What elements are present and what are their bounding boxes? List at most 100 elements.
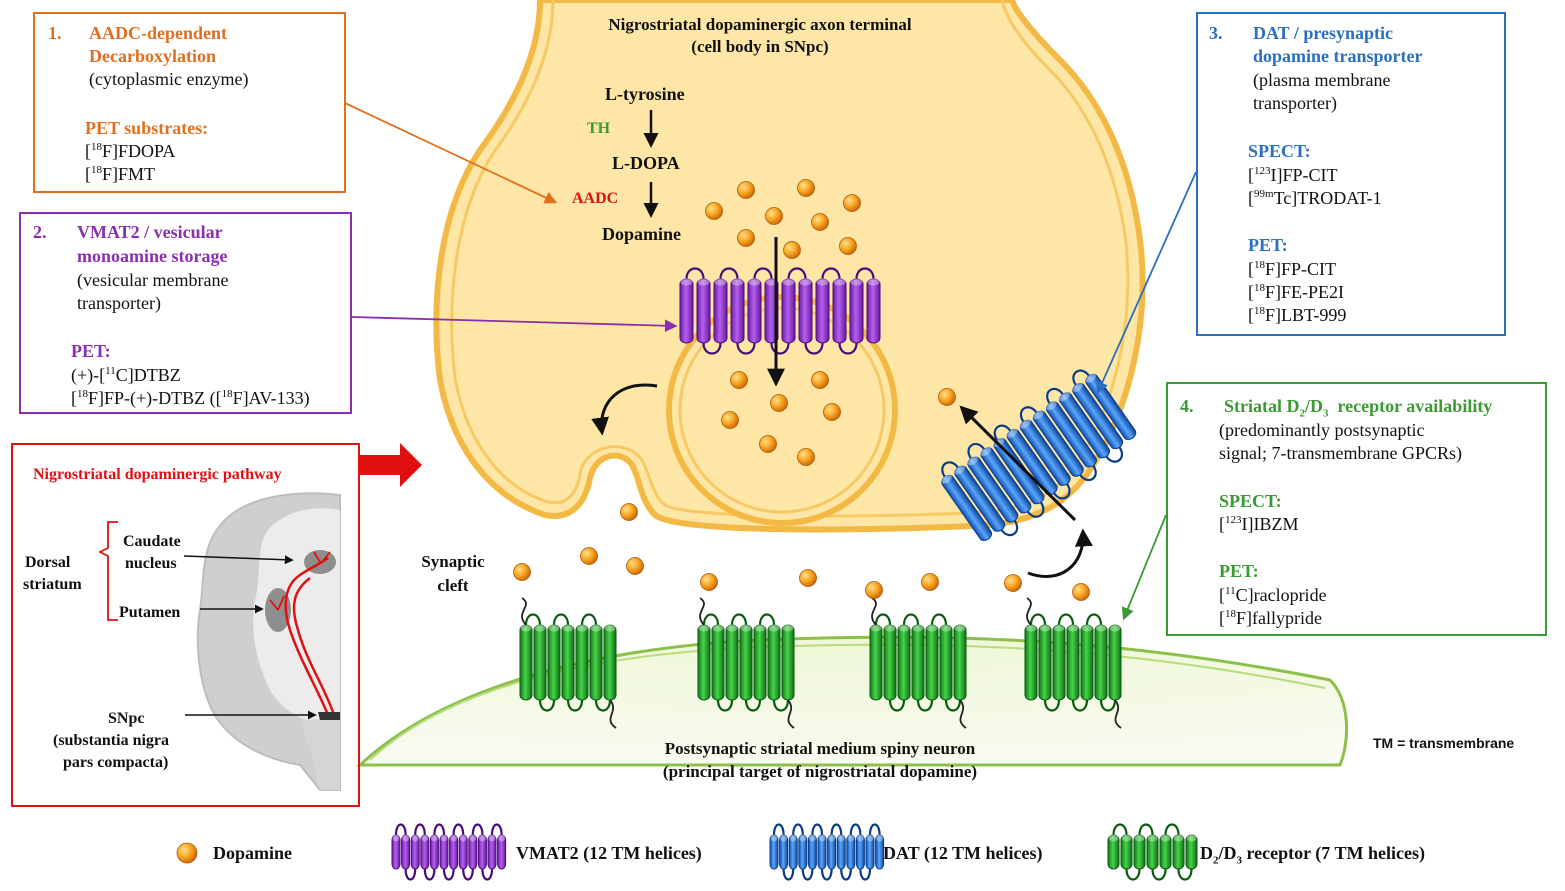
box4-subtitle-1: (predominantly postsynaptic bbox=[1219, 420, 1425, 440]
box4-pet-2: [18F]fallypride bbox=[1219, 608, 1322, 628]
label-l-dopa: L-DOPA bbox=[612, 153, 680, 173]
box4-title: Striatal D2/D3 receptor availability bbox=[1224, 396, 1493, 420]
dopamine-dot bbox=[759, 435, 777, 453]
box2-subtitle-2: transporter) bbox=[77, 293, 161, 313]
dopamine-dot bbox=[705, 202, 723, 220]
legend-dopamine: Dopamine bbox=[213, 843, 293, 863]
label-th: TH bbox=[587, 120, 611, 137]
box3-pet-label: PET: bbox=[1248, 235, 1288, 255]
callout-arrow-3 bbox=[1096, 171, 1197, 395]
d2d3-receptors bbox=[519, 597, 1122, 729]
box2-pet-label: PET: bbox=[71, 341, 111, 361]
box-d2d3: 4. Striatal D2/D3 receptor availability … bbox=[1166, 382, 1547, 636]
box1-tracer-1: [18F]FDOPA bbox=[85, 141, 176, 161]
label-snpc-2: (substantia nigra bbox=[53, 732, 170, 749]
box1-subtitle: (cytoplasmic enzyme) bbox=[89, 69, 249, 89]
box2-tracer-1: (+)-[11C]DTBZ bbox=[71, 365, 181, 385]
dopamine-dot bbox=[823, 403, 841, 421]
dat-transporter bbox=[941, 369, 1137, 541]
postsynaptic-1: Postsynaptic striatal medium spiny neuro… bbox=[664, 739, 976, 758]
dopamine-dot bbox=[513, 563, 531, 581]
box3-pet-1: [18F]FP-CIT bbox=[1248, 259, 1337, 279]
dopamine-dot bbox=[770, 394, 788, 412]
box3-spect-label: SPECT: bbox=[1248, 141, 1311, 161]
dopamine-dot bbox=[737, 181, 755, 199]
box1-title-2: Decarboxylation bbox=[89, 46, 216, 66]
label-dopamine: Dopamine bbox=[602, 224, 682, 244]
red-pointer-arrow bbox=[360, 443, 422, 487]
dopamine-dot bbox=[843, 194, 861, 212]
box3-spect-1: [123I]FP-CIT bbox=[1248, 165, 1338, 185]
dopamine-dot bbox=[797, 179, 815, 197]
dopamine-dot bbox=[811, 213, 829, 231]
dopamine-dot bbox=[1072, 583, 1090, 601]
dopamine-dot bbox=[811, 371, 829, 389]
box2-tracer-2: [18F]FP-(+)-DTBZ ([18F]AV-133) bbox=[71, 388, 310, 408]
dopamine-dot bbox=[721, 411, 739, 429]
box-aadc: 1. AADC-dependent Decarboxylation (cytop… bbox=[33, 12, 346, 193]
reuptake-curved-arrow bbox=[1027, 528, 1093, 579]
box1-tracers-label: PET substrates: bbox=[85, 118, 209, 138]
synaptic-cleft-1: Synaptic bbox=[421, 552, 485, 571]
dopamine-dot bbox=[626, 557, 644, 575]
dopamine-dot bbox=[765, 207, 783, 225]
label-dorsal-1: Dorsal bbox=[25, 554, 71, 571]
dopamine-dot bbox=[797, 448, 815, 466]
dopamine-dot bbox=[839, 237, 857, 255]
vmat2-transporter bbox=[679, 267, 881, 355]
dat-reuptake-arrow bbox=[959, 405, 1077, 522]
label-caudate-1: Caudate bbox=[123, 533, 181, 550]
box3-title-1: DAT / presynaptic bbox=[1253, 23, 1394, 43]
legend-vmat2-icon bbox=[391, 823, 507, 881]
box4-spect-label: SPECT: bbox=[1219, 491, 1282, 511]
legend-dopamine-icon bbox=[176, 842, 198, 864]
box2-subtitle-1: (vesicular membrane bbox=[77, 270, 229, 290]
box4-pet-1: [11C]raclopride bbox=[1219, 585, 1327, 605]
callout-arrow-2 bbox=[351, 316, 678, 333]
dopamine-dot bbox=[620, 503, 638, 521]
box2-title-2: monoamine storage bbox=[77, 246, 228, 266]
box1-title-1: AADC-dependent bbox=[89, 23, 228, 43]
synaptic-cleft-2: cleft bbox=[437, 576, 469, 595]
dopamine-molecules bbox=[513, 179, 1090, 601]
box2-number: 2. bbox=[33, 222, 47, 242]
label-aadc: AADC bbox=[572, 190, 619, 207]
dopamine-dot bbox=[580, 547, 598, 565]
legend-d2d3: D2/D3 receptor (7 TM helices) bbox=[1200, 843, 1425, 867]
box4-pet-label: PET: bbox=[1219, 561, 1259, 581]
dopamine-dot bbox=[865, 581, 883, 599]
box3-pet-3: [18F]LBT-999 bbox=[1248, 305, 1347, 325]
callout-arrow-1 bbox=[344, 102, 558, 204]
pathway-panel-title: Nigrostriatal dopaminergic pathway bbox=[33, 466, 282, 483]
pathway-panel: Nigrostriatal dopaminergic pathway Dorsa… bbox=[11, 443, 360, 807]
terminal-title-2: (cell body in SNpc) bbox=[691, 37, 829, 56]
dopamine-dot bbox=[921, 573, 939, 591]
box3-subtitle-2: transporter) bbox=[1253, 93, 1337, 113]
label-putamen: Putamen bbox=[119, 604, 181, 621]
dopamine-dot bbox=[730, 371, 748, 389]
tm-note: TM = transmembrane bbox=[1373, 735, 1515, 751]
box1-tracer-2: [18F]FMT bbox=[85, 164, 156, 184]
legend-vmat2: VMAT2 (12 TM helices) bbox=[516, 843, 702, 863]
box2-title-1: VMAT2 / vesicular bbox=[77, 222, 223, 242]
box3-number: 3. bbox=[1209, 23, 1223, 43]
callout-arrow-4 bbox=[1121, 514, 1167, 621]
box3-title-2: dopamine transporter bbox=[1253, 46, 1423, 66]
dopamine-dot bbox=[737, 229, 755, 247]
box3-subtitle-1: (plasma membrane bbox=[1253, 70, 1391, 90]
postsynaptic-2: (principal target of nigrostriatal dopam… bbox=[662, 762, 978, 781]
dopamine-dot bbox=[938, 388, 956, 406]
label-dorsal-2: striatum bbox=[23, 576, 82, 593]
legend-dat: DAT (12 TM helices) bbox=[883, 843, 1043, 863]
terminal-title: Nigrostriatal dopaminergic axon terminal… bbox=[560, 14, 960, 58]
label-l-tyrosine: L-tyrosine bbox=[605, 84, 685, 104]
label-caudate-2: nucleus bbox=[125, 555, 177, 572]
box-vmat2: 2. VMAT2 / vesicular monoamine storage (… bbox=[19, 212, 352, 414]
box4-spect-1: [123I]IBZM bbox=[1219, 514, 1299, 534]
synaptic-cleft-label: Synaptic cleft bbox=[400, 550, 506, 598]
box3-pet-2: [18F]FE-PE2I bbox=[1248, 282, 1345, 302]
dopamine-dot bbox=[783, 241, 801, 259]
box4-number: 4. bbox=[1180, 396, 1194, 416]
legend-d2d3-icon bbox=[1107, 823, 1198, 881]
